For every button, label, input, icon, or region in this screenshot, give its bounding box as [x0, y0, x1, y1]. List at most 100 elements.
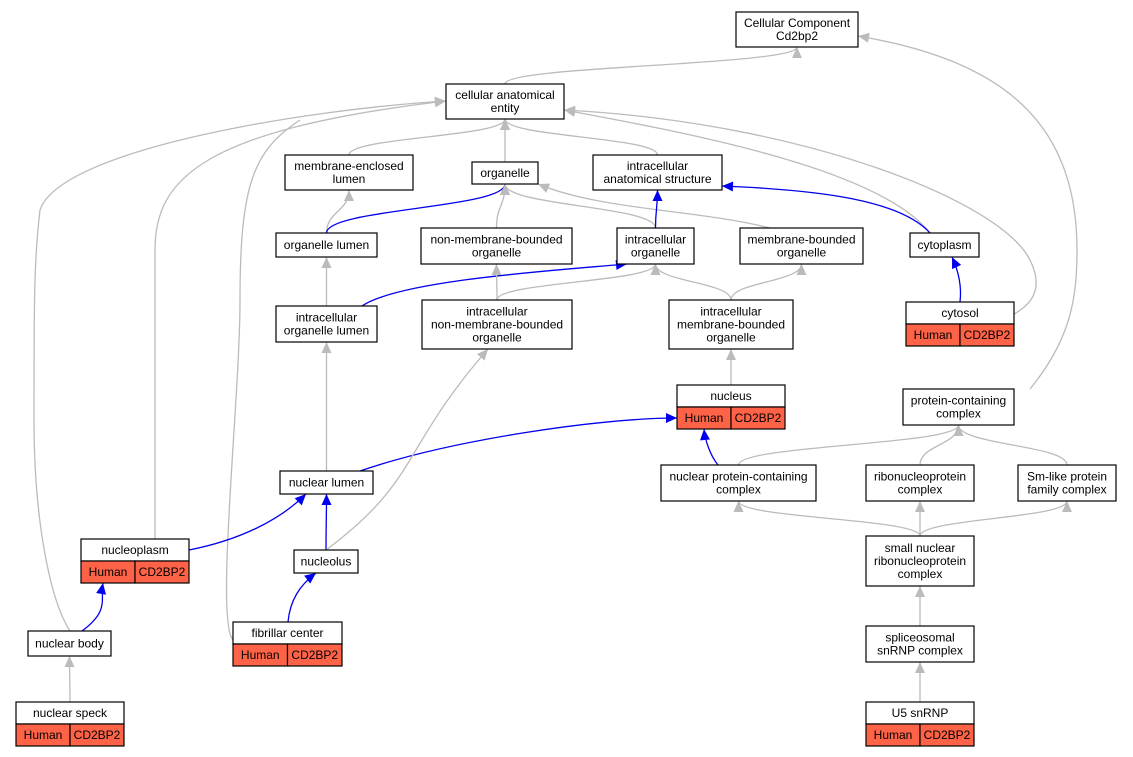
node-label-line: organelle [631, 246, 681, 260]
edges-layer [33, 32, 1078, 703]
node-label-line: complex [898, 567, 943, 581]
node-label-line: membrane-bounded [677, 318, 785, 332]
edge-line [359, 417, 678, 472]
node-box [865, 625, 975, 663]
edge-arrowhead [64, 656, 75, 667]
go-term-node-orgl[interactable]: organelle lumen [275, 232, 378, 258]
edge-cae-to-cc_root [504, 46, 802, 85]
node-box [865, 464, 975, 502]
node-label-line: intracellular [625, 233, 686, 247]
edge-snrnp-to-sm [919, 500, 1072, 537]
node-label-line: Cellular Component [744, 16, 851, 30]
annotation-gene-label: CD2BP2 [291, 648, 338, 662]
edge-arrowhead [666, 413, 677, 423]
annotation-species-label: Human [241, 648, 280, 662]
edge-arrowhead [491, 264, 502, 275]
node-label-line: small nuclear [885, 541, 956, 555]
go-term-node-org[interactable]: organelle [471, 161, 539, 185]
annotation-gene-cell [919, 723, 975, 747]
edge-line [721, 185, 931, 234]
edge-npcc-to-nucleus [700, 428, 719, 466]
go-term-node-cyto[interactable]: cytoplasm [909, 232, 980, 258]
edge-arrowhead [858, 32, 870, 43]
go-term-node-nucleolus[interactable]: nucleolus [293, 549, 359, 574]
edge-line [33, 100, 447, 632]
edge-line [654, 263, 732, 301]
edge-imbo-to-io [650, 263, 732, 301]
node-label-line: organelle [480, 166, 530, 180]
edge-arrowhead [1062, 501, 1072, 512]
annotation-gene-label: CD2BP2 [964, 328, 1011, 342]
node-box [420, 227, 573, 265]
edge-nucleus-to-imbo [726, 349, 736, 386]
edge-cytosol-to-cyto [951, 256, 962, 303]
node-label-line: nucleolus [301, 555, 352, 569]
go-term-node-nlumen[interactable]: nuclear lumen [279, 470, 374, 495]
node-label-line: nucleoplasm [101, 543, 168, 557]
edge-line [919, 500, 1068, 537]
annotation-gene-cell [730, 406, 786, 430]
node-label-line: Cd2bp2 [776, 29, 818, 43]
node-box [1017, 464, 1117, 502]
node-label-line: organelle lumen [284, 238, 369, 252]
node-label-line: nucleus [710, 389, 751, 403]
annotation-species-label: Human [24, 728, 63, 742]
edge-line [730, 263, 803, 301]
edge-arrowhead [722, 181, 734, 192]
edge-inmbo-to-nmbo [491, 263, 502, 301]
node-label-line: Sm-like protein [1027, 470, 1107, 484]
node-box [902, 388, 1015, 426]
edge-arrowhead [344, 190, 354, 201]
edge-line [496, 263, 657, 301]
edge-pcc-to-cc_root [857, 32, 1078, 390]
edge-nlumen-to-nucleus [359, 413, 678, 472]
annotation-gene-cell [134, 560, 190, 584]
edge-arrowhead [700, 429, 710, 441]
edge-fc-to-nucleolus [287, 572, 317, 623]
edge-line [504, 118, 659, 156]
edge-u5-to-ssnrnp [915, 662, 925, 703]
edge-fc-to-cae [225, 97, 446, 641]
edge-arrowhead [650, 264, 661, 275]
node-label-line: nuclear protein-containing [669, 470, 807, 484]
node-box [471, 161, 539, 185]
node-box [668, 299, 794, 350]
go-term-node-nbody[interactable]: nuclear body [27, 630, 112, 657]
edge-line [737, 500, 921, 537]
annotation-species-label: Human [874, 728, 913, 742]
edge-arrowhead [477, 349, 488, 361]
node-box [284, 154, 414, 191]
edge-arrowhead [321, 257, 332, 268]
node-label-line: spliceosomal [885, 631, 954, 645]
edge-io-to-org [500, 183, 657, 229]
annotation-gene-label: CD2BP2 [735, 411, 782, 425]
edge-arrowhead [304, 573, 316, 584]
go-term-node-inmbo[interactable]: intracellularnon-membrane-boundedorganel… [421, 299, 573, 350]
node-box [660, 464, 817, 502]
node-box [27, 630, 112, 657]
node-box [275, 305, 378, 343]
edge-line [225, 119, 301, 641]
